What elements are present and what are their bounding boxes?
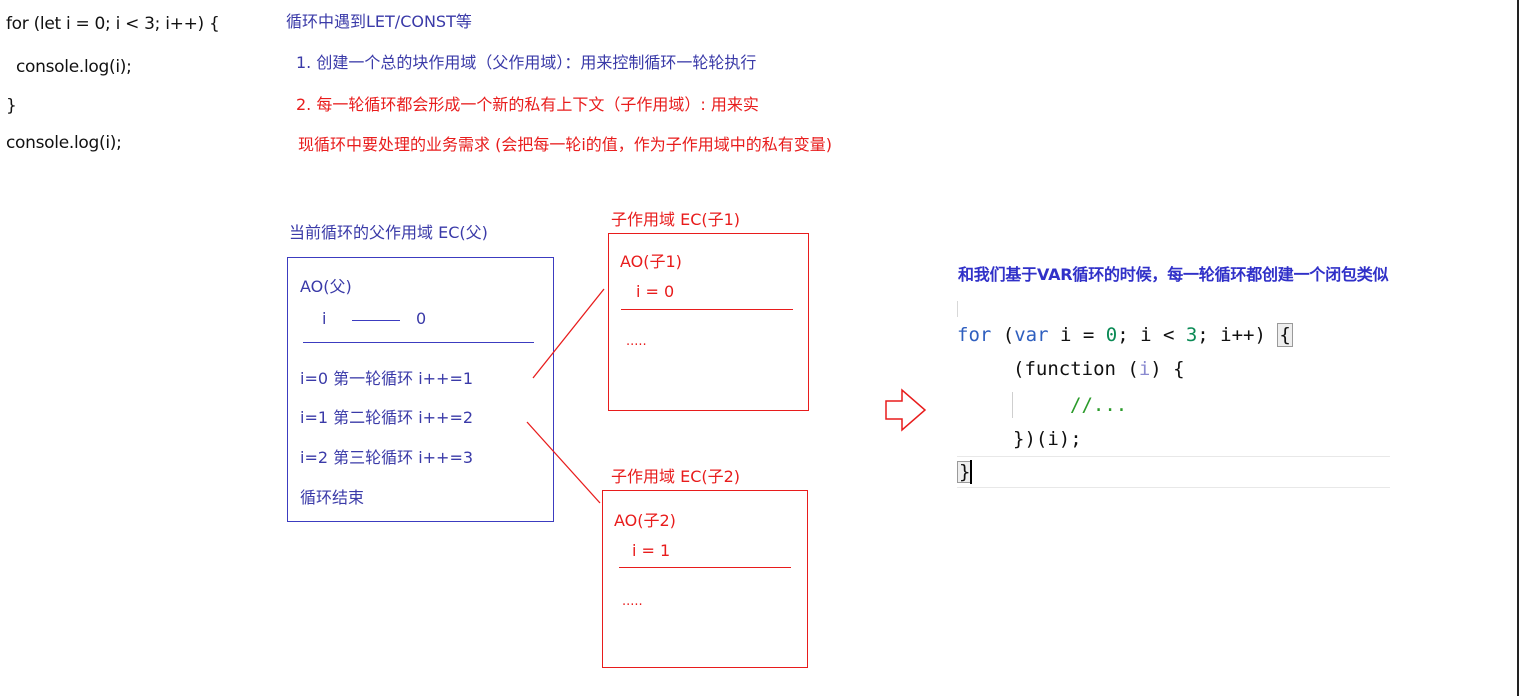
editor-line-top [957, 456, 1390, 457]
child1-box [608, 233, 809, 411]
parent-round-3: i=2 第三轮循环 i++=3 [300, 448, 474, 467]
editor-gutter-mark [957, 301, 958, 317]
child1-divider [621, 309, 793, 310]
text-cursor [970, 460, 972, 484]
parent-var-connector [352, 320, 400, 321]
child2-box [602, 490, 808, 668]
for-keyword: for [957, 324, 992, 346]
child2-var: i = 1 [632, 541, 671, 560]
parent-scope-title: 当前循环的父作用域 EC(父) [289, 223, 488, 242]
window-right-border [1517, 0, 1519, 696]
connector-round1-to-child1 [532, 288, 605, 379]
editor-line-bottom [957, 487, 1390, 488]
editor-code-line-3: //... [1070, 394, 1128, 416]
left-code-line-3: } [6, 96, 17, 116]
child2-divider [619, 567, 791, 568]
editor-code-line-1: for (var i = 0; i < 3; i++) { [957, 323, 1293, 347]
matched-brace: { [1277, 323, 1293, 347]
parent-scope-box [287, 257, 554, 522]
parent-var-value: 0 [416, 309, 427, 328]
parent-round-1: i=0 第一轮循环 i++=1 [300, 369, 474, 388]
parent-ao-label: AO(父) [300, 277, 352, 296]
notes-point-2b: 现循环中要处理的业务需求 (会把每一轮i的值，作为子作用域中的私有变量) [298, 135, 833, 154]
notes-heading: 循环中遇到LET/CONST等 [286, 12, 472, 31]
parent-round-2: i=1 第二轮循环 i++=2 [300, 408, 474, 427]
comparison-title: 和我们基于VAR循环的时候，每一轮循环都创建一个闭包类似 [958, 265, 1389, 284]
child1-ellipsis: ..... [626, 334, 647, 349]
child2-title: 子作用域 EC(子2) [611, 467, 741, 486]
right-arrow-outline-icon [885, 388, 927, 432]
child2-ellipsis: ..... [622, 594, 643, 609]
child1-var: i = 0 [636, 282, 675, 301]
parent-loop-end: 循环结束 [300, 488, 365, 507]
editor-code-line-2: (function (i) { [1013, 358, 1185, 380]
child1-title: 子作用域 EC(子1) [611, 210, 741, 229]
var-keyword: var [1014, 324, 1049, 346]
notes-point-2a: 2. 每一轮循环都会形成一个新的私有上下文（子作用域）: 用来实 [296, 95, 759, 114]
editor-indent-guide [1012, 392, 1013, 418]
parent-divider [303, 342, 534, 343]
editor-code-line-4: })(i); [1013, 428, 1082, 450]
child2-ao-label: AO(子2) [614, 511, 676, 530]
notes-point-1: 1. 创建一个总的块作用域（父作用域）：用来控制循环一轮轮执行 [296, 53, 757, 72]
parent-var-name: i [322, 309, 327, 328]
left-code-line-4: console.log(i); [6, 133, 122, 153]
left-code-line-1: for (let i = 0; i < 3; i++) { [6, 14, 220, 34]
left-code-line-2: console.log(i); [16, 57, 132, 77]
child1-ao-label: AO(子1) [620, 252, 682, 271]
connector-round2-to-child2 [526, 421, 601, 504]
